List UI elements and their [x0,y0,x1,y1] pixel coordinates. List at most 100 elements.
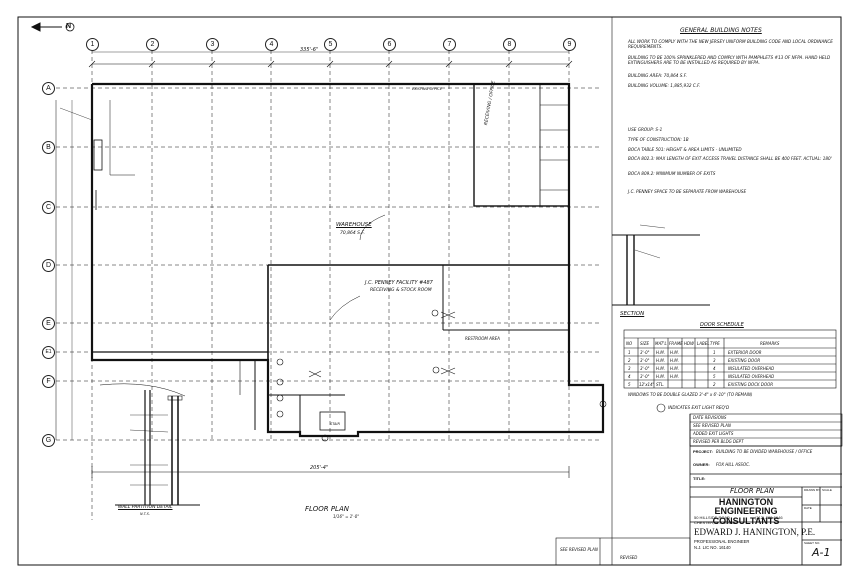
ds-row1-matl: H.M. [656,350,666,355]
overall-top-dimension: 335'-6" [300,47,319,53]
plan-title: FLOOR PLAN [305,505,349,513]
grid-row-c: C [42,201,55,214]
ds-row3-remarks: INSULATED OVERHEAD [728,366,775,371]
ds-header-label: LABEL [697,341,710,346]
ds-row1-size: 3'-0" [640,350,650,355]
revision-row-2: SEE REVISED PLAN [693,423,731,428]
grid-row-g: G [42,434,55,447]
engineer-license: N.J. LIC NO. 16140 [694,545,731,550]
ds-row1-type: 1 [713,350,716,355]
ds-row2-remarks: EXISTING DOOR [728,358,761,363]
ds-row5-matl: STL. [656,382,665,387]
grid-row-a: A [42,82,55,95]
section-label: SECTION [620,311,645,317]
ds-row4-frame: H.M. [670,374,680,379]
engineer-title: PROFESSIONAL ENGINEER [694,539,750,544]
date-label: DATE [804,506,812,510]
ds-row2-size: 3'-0" [640,358,650,363]
ds-header-remarks: REMARKS [760,341,780,346]
ds-header-type: TYPE [710,341,720,346]
ds-row2-matl: H.M. [656,358,666,363]
bottom-strip-right: REVISED [620,555,638,560]
exit-light-symbol-icon [656,403,666,413]
penney-label-line2: RECEIVING & STOCK ROOM [370,288,432,293]
section-drawing [612,224,710,306]
ds-row5-size: 12'x14' [639,382,654,387]
general-notes-title: GENERAL BUILDING NOTES [680,27,762,34]
general-note-8: BOCA 802.3: MAX LENGTH OF EXIT ACCESS TR… [628,156,832,161]
ds-row5-no: 5 [628,382,631,387]
warehouse-label: WAREHOUSE [336,222,372,228]
general-note-1: ALL WORK TO COMPLY WITH THE NEW JERSEY U… [628,39,833,49]
sheet-title: FLOOR PLAN [730,487,774,495]
penney-label-line1: J.C. PENNEY FACILITY #487 [365,280,433,286]
ds-row3-no: 3 [628,366,631,371]
firm-address-1: 50 HILLSIDE ROAD [694,515,731,520]
general-note-2: BUILDING TO BE 100% SPRINKLERED AND COMP… [628,55,831,65]
grid-col-1: 1 [86,38,99,51]
overall-bottom-dimension: 205'-4" [310,465,329,471]
column-gridlines [91,50,570,520]
general-note-6: TYPE OF CONSTRUCTION: 1B [628,137,689,142]
general-note-4: BUILDING VOLUME: 1,885,932 C.F. [628,83,701,88]
grid-col-5: 5 [324,38,337,51]
firm-name: HANINGTON ENGINEERING CONSULTANTS [712,497,780,526]
grid-col-3: 3 [206,38,219,51]
plan-scale: 1/16" = 1'-0" [333,514,360,519]
project-value: BUILDING TO BE DIVIDED WAREHOUSE / OFFIC… [716,449,813,454]
sheet-number: A-1 [812,546,831,559]
existing-office-label: EXISTING OFFICE [412,87,442,91]
revision-row-3: ADDED EXIT LIGHTS [693,431,734,436]
door-schedule-title: DOOR SCHEDULE [700,322,744,328]
firm-address-2: CHESTER, N.J. 07930 [694,520,735,525]
general-note-5: USE GROUP: S-1 [628,127,663,132]
door-schedule-table [623,329,837,389]
ds-row4-size: 3'-0" [640,374,650,379]
project-label: PROJECT: [693,449,713,454]
ds-row2-frame: H.M. [670,358,680,363]
ds-header-size: SIZE [640,341,649,346]
grid-row-f: F [42,375,55,388]
bottom-strip-left: SEE REVISED PLAN [560,547,598,552]
general-note-10: J.C. PENNEY SPACE TO BE SEPARATE FROM WA… [628,189,747,194]
general-note-7: BOCA TABLE 501: HEIGHT & AREA LIMITS - U… [628,147,742,152]
general-note-9: BOCA 809.2: MINIMUM NUMBER OF EXITS [628,171,716,176]
engineer-name: EDWARD J. HANINGTON, P.E. [694,527,816,537]
grid-col-4: 4 [265,38,278,51]
ds-header-no: NO [626,341,633,346]
title-label: TITLE: [693,476,706,481]
general-note-3: BUILDING AREA: 70,864 S.F. [628,73,687,78]
wall-detail-drawing [99,383,200,506]
revision-row-1: DATE REVISIONS [693,415,727,420]
ds-row2-no: 2 [628,358,631,363]
grid-row-e1: E1 [42,346,55,359]
ds-row3-frame: H.M. [670,366,680,371]
wall-detail-scale: N.T.S. [140,512,150,516]
revision-row-4: REVISED PER BLDG DEPT [693,439,744,444]
north-arrow-icon [30,22,75,32]
ds-row4-type: 5 [713,374,716,379]
ds-row4-remarks: INSULATED OVERHEAD [728,374,775,379]
grid-col-7: 7 [443,38,456,51]
sheet-no-label: SHEET NO. [804,541,821,545]
grid-row-d: D [42,259,55,272]
grid-row-b: B [42,141,55,154]
stair-label: STAIR [330,422,340,426]
grid-col-2: 2 [146,38,159,51]
ds-row3-size: 3'-0" [640,366,650,371]
ds-row3-type: 4 [713,366,716,371]
drawn-by-label: DRAWN BY [804,488,821,492]
ds-row4-matl: H.M. [656,374,666,379]
exit-light-legend: INDICATES EXIT LIGHT REQ'D [668,405,730,410]
owner-value: FOX HILL ASSOC. [716,462,751,467]
ds-row1-no: 1 [628,350,631,355]
grid-row-e: E [42,317,55,330]
ds-header-matl: MAT'L [655,341,667,346]
grid-col-6: 6 [383,38,396,51]
wall-detail-title: WALL PARTITION DETAIL [118,505,173,510]
firm-phone: (212)-889-6646 [755,515,783,520]
owner-label: OWNER: [693,462,710,467]
ds-row5-remarks: EXISTING DOCK DOOR [728,382,774,387]
scale-label: SCALE [822,488,832,492]
